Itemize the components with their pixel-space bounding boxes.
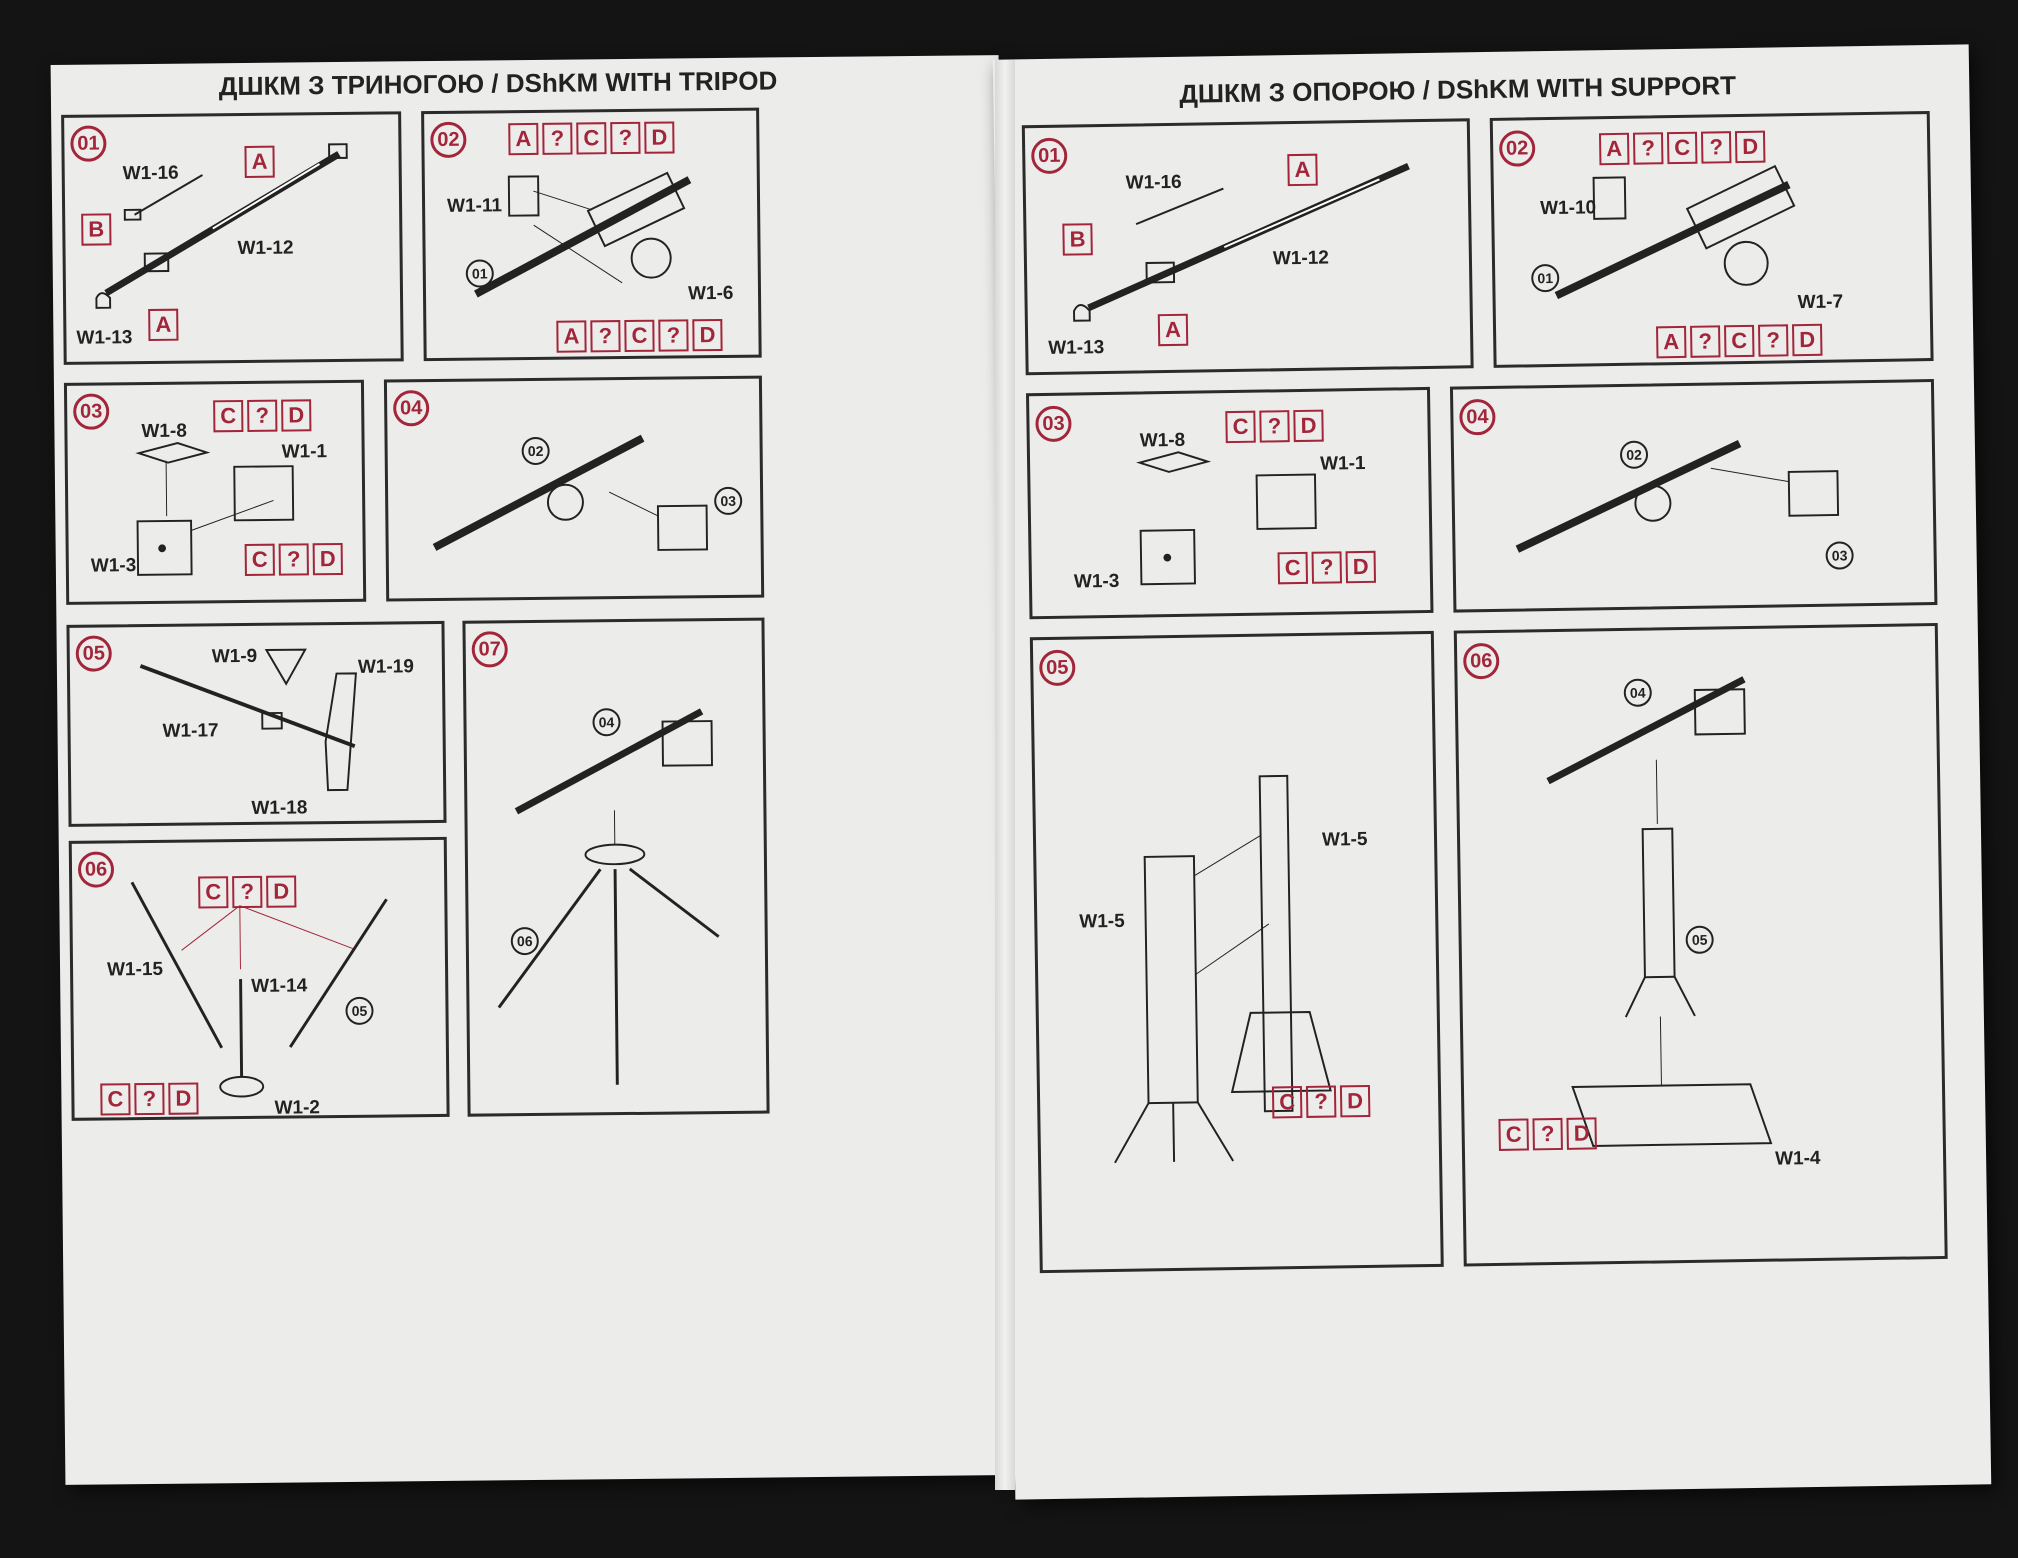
callout-markers: A?C?D bbox=[1598, 130, 1766, 166]
step-number-badge: 01 bbox=[70, 125, 107, 162]
gun-receiver-illustration bbox=[1554, 164, 1796, 300]
right-step-06-panel: 06 W1-4 04 05 C?D bbox=[1453, 622, 1948, 1267]
callout-markers: A?C?D bbox=[1656, 323, 1823, 359]
gun-on-tripod-illustration bbox=[497, 708, 720, 1085]
part-label: W1-14 bbox=[251, 975, 308, 997]
part-label: W1-8 bbox=[141, 420, 187, 443]
right-page: ДШКМ З ОПОРОЮ / DShKM WITH SUPPORT 01 W1… bbox=[992, 44, 1992, 1500]
left-step-05-panel: 05 W1-9 W1-19 W1-17 W1-18 bbox=[66, 620, 447, 827]
step-reference: 02 bbox=[521, 436, 550, 466]
tripod-assembly-illustration bbox=[130, 881, 388, 1098]
ammo-box-illustration bbox=[135, 442, 295, 576]
callout-markers: C?D bbox=[198, 875, 297, 909]
part-label: W1-17 bbox=[162, 720, 219, 742]
gun-receiver-illustration bbox=[474, 171, 692, 298]
part-label: W1-19 bbox=[357, 656, 414, 678]
part-label: W1-16 bbox=[122, 162, 179, 185]
part-label: W1-12 bbox=[237, 237, 294, 260]
left-step-06-panel: 06 W1-15 W1-14 W1-2 05 C?D C?D bbox=[68, 836, 450, 1121]
part-label: W1-11 bbox=[446, 195, 503, 217]
step-number-badge: 05 bbox=[75, 635, 112, 672]
callout-markers: C?D bbox=[100, 1082, 199, 1116]
right-step-04-panel: 04 02 03 bbox=[1449, 379, 1938, 613]
callout-marker: A bbox=[244, 145, 275, 178]
part-label: W1-16 bbox=[1125, 171, 1182, 194]
step-number-badge: 04 bbox=[393, 390, 430, 427]
book-gutter bbox=[995, 60, 1015, 1490]
callout-markers: C?D bbox=[213, 399, 312, 433]
left-page-title: ДШКМ З ТРИНОГОЮ / DShKM WITH TRIPOD bbox=[218, 65, 778, 102]
part-label: W1-1 bbox=[1319, 452, 1366, 475]
left-step-03-panel: 03 W1-8 W1-1 W1-3 C?D C?D bbox=[63, 379, 367, 605]
part-label: W1-1 bbox=[281, 441, 328, 463]
part-label: W1-13 bbox=[76, 327, 133, 349]
callout-markers: A?C?D bbox=[556, 318, 723, 353]
part-label: W1-9 bbox=[211, 645, 258, 668]
callout-markers: C?D bbox=[1271, 1084, 1371, 1119]
left-step-07-panel: 07 04 06 bbox=[462, 617, 770, 1117]
gun-barrel-illustration bbox=[95, 143, 348, 309]
part-label: W1-13 bbox=[1048, 337, 1105, 359]
part-label: W1-7 bbox=[1797, 291, 1844, 314]
right-step-02-panel: 02 W1-10 W1-7 01 A?C?D A?C?D bbox=[1489, 111, 1934, 368]
step-reference: 05 bbox=[345, 996, 374, 1025]
callout-marker: B bbox=[81, 213, 112, 246]
callout-marker: A bbox=[1157, 313, 1189, 347]
callout-marker: B bbox=[1062, 223, 1093, 256]
right-step-03-panel: 03 W1-8 W1-1 W1-3 C?D C?D bbox=[1025, 386, 1434, 620]
ammo-box-illustration bbox=[1136, 451, 1317, 586]
right-step-05-panel: 05 W1-5 W1-5 C?D bbox=[1029, 630, 1444, 1274]
callout-marker: A bbox=[148, 308, 179, 341]
part-label: W1-15 bbox=[106, 958, 164, 981]
left-step-04-panel: 04 02 03 bbox=[383, 375, 765, 602]
right-step-01-panel: 01 W1-16 W1-12 W1-13 A B A bbox=[1021, 118, 1474, 376]
part-label: W1-3 bbox=[90, 555, 137, 577]
callout-markers: C?D bbox=[1498, 1117, 1597, 1151]
step-reference: 01 bbox=[465, 259, 494, 288]
step-reference: 03 bbox=[714, 486, 743, 516]
gun-with-ammo-box-illustration bbox=[432, 434, 709, 551]
part-label: W1-2 bbox=[274, 1097, 321, 1119]
step-number-badge: 03 bbox=[73, 393, 110, 430]
callout-markers: C?D bbox=[1277, 550, 1377, 585]
support-pole-illustration bbox=[1114, 774, 1332, 1164]
step-reference: 06 bbox=[510, 926, 539, 956]
part-label: W1-5 bbox=[1321, 828, 1368, 851]
part-label: W1-6 bbox=[687, 282, 734, 305]
tripod-leg-illustration bbox=[139, 648, 357, 792]
step-number-badge: 06 bbox=[77, 851, 115, 888]
right-page-title: ДШКМ З ОПОРОЮ / DShKM WITH SUPPORT bbox=[1179, 70, 1737, 109]
part-label: W1-4 bbox=[1774, 1147, 1821, 1170]
step-number-badge: 07 bbox=[471, 631, 508, 668]
part-label: W1-12 bbox=[1272, 247, 1330, 270]
part-label: W1-5 bbox=[1079, 910, 1125, 933]
callout-markers: C?D bbox=[244, 542, 343, 576]
callout-markers: C?D bbox=[1225, 409, 1324, 444]
gun-barrel-illustration bbox=[1073, 163, 1410, 322]
part-label: W1-8 bbox=[1139, 429, 1186, 452]
callout-markers: A?C?D bbox=[508, 121, 675, 156]
callout-marker: A bbox=[1287, 153, 1318, 187]
gun-with-ammo-box-illustration bbox=[1515, 439, 1840, 553]
part-label: W1-3 bbox=[1073, 570, 1120, 593]
left-step-02-panel: 02 W1-11 W1-6 01 A?C?D A?C?D bbox=[421, 107, 762, 362]
left-page: ДШКМ З ТРИНОГОЮ / DShKM WITH TRIPOD 01 W… bbox=[50, 55, 1014, 1485]
gun-on-support-illustration bbox=[1546, 676, 1773, 1147]
step-reference: 04 bbox=[592, 708, 621, 737]
part-label: W1-18 bbox=[251, 797, 308, 819]
part-label: W1-10 bbox=[1539, 197, 1597, 220]
step-number-badge: 02 bbox=[430, 121, 467, 159]
left-step-01-panel: 01 W1-16 W1-12 W1-13 A B A bbox=[61, 111, 404, 365]
